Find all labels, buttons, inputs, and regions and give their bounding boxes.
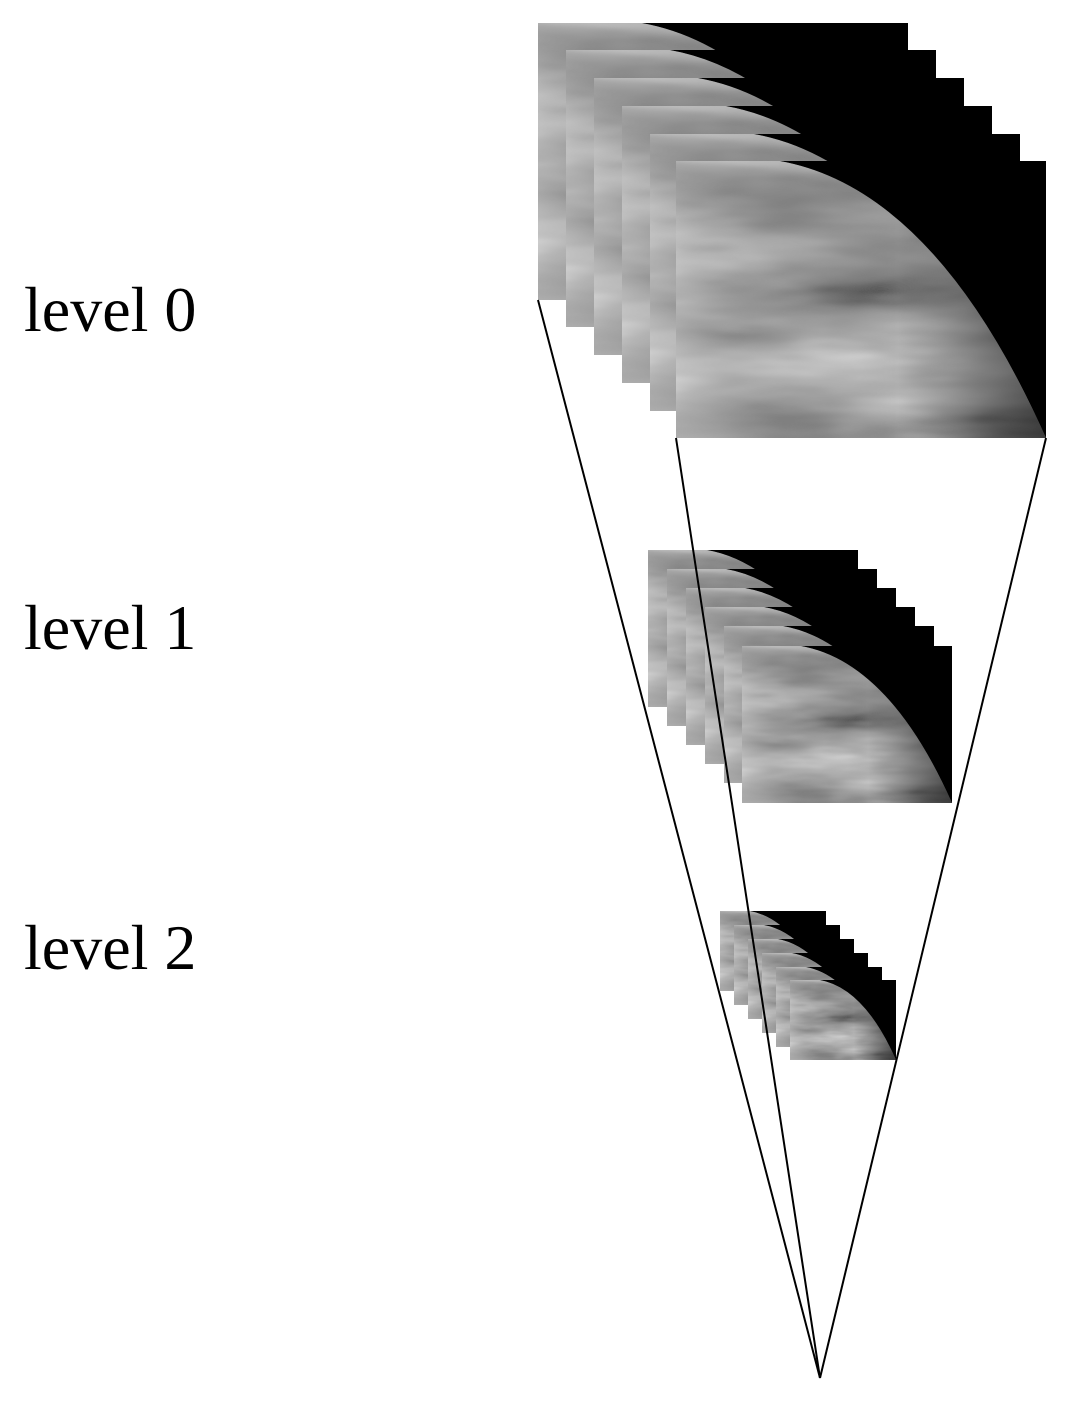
level-1-frame	[742, 646, 952, 803]
level-2-stack	[720, 911, 896, 1060]
level-2-frame	[790, 980, 896, 1060]
level-0-frame	[676, 161, 1046, 438]
pyramid-edge-left	[537, 299, 821, 1379]
level-1-stack	[648, 550, 952, 803]
pyramid-lines	[537, 299, 1047, 1379]
pyramid-edge-right	[819, 437, 1047, 1379]
level-2-label: level 2	[24, 912, 197, 983]
pyramid-edge-middle	[675, 437, 821, 1379]
level-0-stack	[538, 23, 1046, 438]
level-0-label: level 0	[24, 274, 197, 345]
level-1-label: level 1	[24, 592, 197, 663]
